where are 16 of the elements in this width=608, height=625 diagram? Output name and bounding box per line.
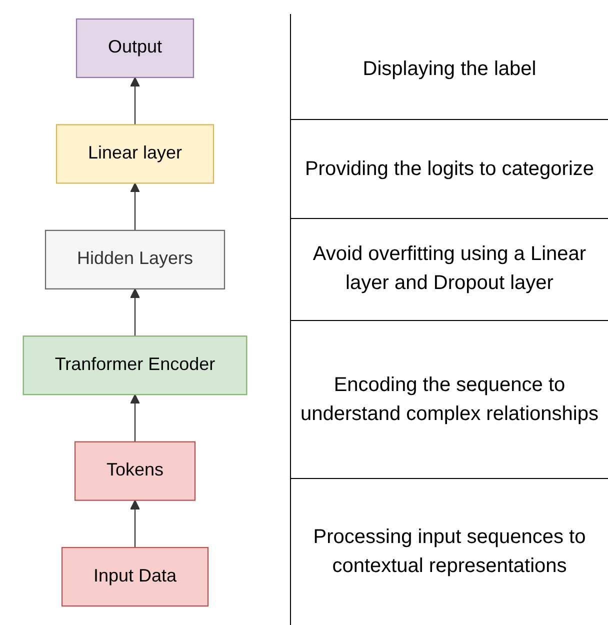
description-text: Encoding the sequence to understand complex relationships: [300, 372, 600, 426]
node-box: Input Data: [61, 546, 209, 607]
arrow: [130, 182, 140, 230]
node-box: Tranformer Encoder: [22, 336, 248, 396]
node-box: Hidden Layers: [44, 230, 226, 290]
node-box: Output: [76, 18, 194, 78]
arrow: [130, 77, 140, 125]
description-text: Displaying the label: [362, 57, 538, 82]
arrow: [130, 288, 140, 336]
description-text: Avoid overfitting using a Linear layer and Dropout layer: [312, 242, 588, 296]
description-text: Providing the logits to categorize: [304, 156, 596, 182]
arrow: [130, 500, 140, 548]
node-box: Linear layer: [56, 124, 214, 184]
node-box: Tokens: [74, 441, 196, 501]
arrow: [130, 394, 140, 442]
description-text: Processing input sequences to contextual representations: [312, 525, 587, 579]
